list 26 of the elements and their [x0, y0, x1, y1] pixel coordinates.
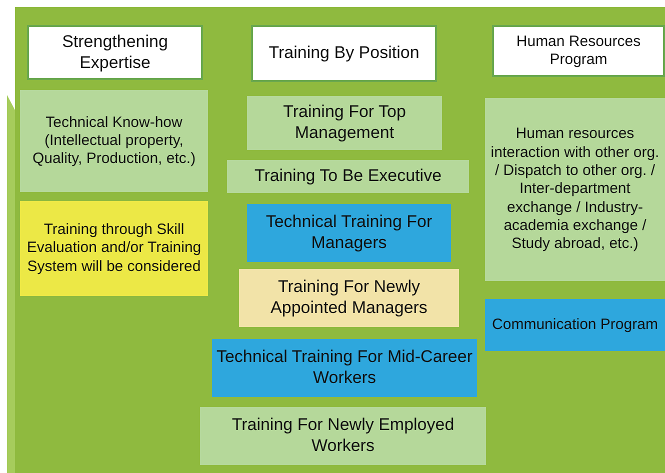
column-header-box [492, 25, 665, 77]
column-header-box [251, 25, 437, 82]
training-box [212, 339, 477, 397]
box-text: Communication Program [492, 316, 658, 334]
training-box [227, 160, 469, 193]
box-text: Technical Training For Managers [264, 212, 434, 254]
training-box [20, 90, 208, 192]
box-text: Training For Newly Appointed Managers [270, 277, 428, 319]
training-box [247, 204, 451, 262]
box-text: Training For Newly Employed Workers [230, 415, 456, 457]
training-box [200, 407, 486, 465]
box-text: Training By Position [268, 43, 420, 64]
box-text: Training through Skill Evaluation and/or Training System will be considered [26, 221, 202, 276]
training-box [247, 96, 442, 150]
box-text: Training To Be Executive [254, 166, 442, 187]
box-text: Technical Training For Mid-Career Workers [216, 347, 473, 389]
box-text: Strengthening Expertise [61, 32, 169, 74]
box-text: Training For Top Management [282, 102, 407, 144]
training-box [485, 299, 665, 351]
column-header-box [27, 25, 203, 80]
box-text: Human Resources Program [515, 32, 642, 70]
training-box [20, 201, 208, 296]
box-text: Human resources interaction with other org. / Dispatch to other org. / Inter-department exchange / Industry-academia exchange / Study abroad, etc.) [490, 125, 660, 254]
box-text: Technical Know-how (Intellectual property, Quality, Production, etc.) [31, 114, 197, 168]
training-box [239, 269, 459, 327]
training-box [485, 98, 665, 281]
